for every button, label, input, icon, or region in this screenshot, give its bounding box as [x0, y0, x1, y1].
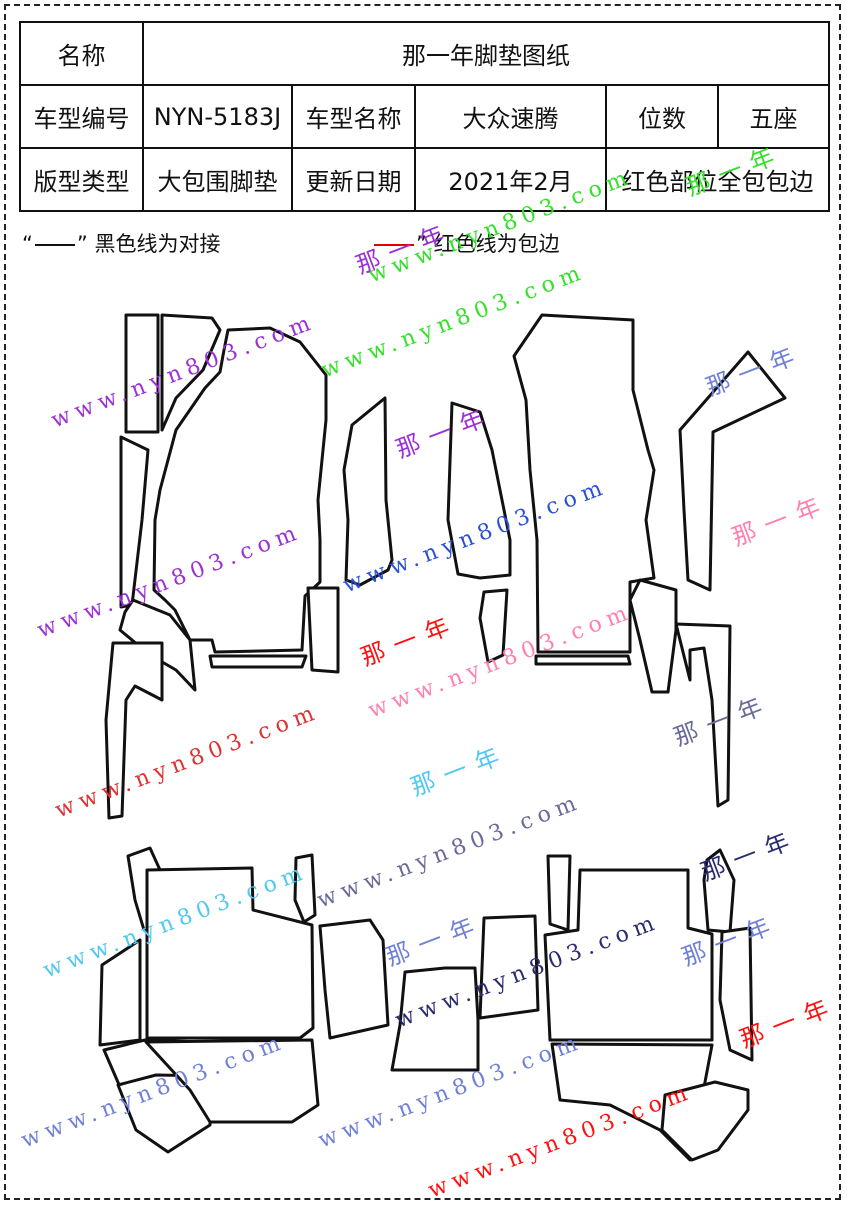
- black-line-sample: [34, 244, 75, 246]
- rear-right-main-mat: [543, 868, 714, 1042]
- front-left-strip: [124, 313, 160, 434]
- front-left-side-panel: [119, 435, 150, 609]
- front-right-long-trim: [674, 622, 732, 808]
- date-value: 2021年2月: [414, 147, 607, 212]
- model-name-value: 大众速腾: [414, 84, 607, 149]
- spec-table: 名称 那一年脚垫图纸 车型编号 NYN-5183J 车型名称 大众速腾 位数 五…: [19, 21, 830, 212]
- rear-center-tunnel: [390, 966, 480, 1072]
- rear-left-front-flap: [116, 1073, 212, 1154]
- red-line-text: 红色线为包边: [433, 232, 560, 256]
- front-right-bottom-strip: [534, 654, 632, 666]
- rear-left-main-mat: [145, 866, 315, 1040]
- black-line-text: 黑色线为对接: [94, 232, 221, 256]
- front-right-side-panel: [678, 350, 787, 592]
- seats-value: 五座: [717, 84, 830, 149]
- front-right-small-piece: [478, 588, 509, 664]
- seats-label: 位数: [605, 84, 719, 149]
- front-left-bottom-strip: [208, 654, 308, 669]
- table-row: 名称 那一年脚垫图纸: [19, 21, 830, 86]
- model-no-value: NYN-5183J: [142, 84, 293, 149]
- rear-right-bpillar-piece: [546, 854, 572, 932]
- rear-center-right-piece: [478, 914, 540, 1020]
- model-name-label: 车型名称: [291, 84, 416, 149]
- quote-close: ”: [76, 232, 88, 256]
- table-row: 车型编号 NYN-5183J 车型名称 大众速腾 位数 五座: [19, 84, 830, 149]
- legend-red: ” 红色线为包边: [372, 228, 560, 258]
- legend-black: “ ” 黑色线为对接: [22, 228, 220, 258]
- rear-center-left-piece: [318, 918, 390, 1040]
- date-label: 更新日期: [291, 147, 416, 212]
- front-left-pillar-piece: [160, 313, 222, 432]
- document-title: 那一年脚垫图纸: [142, 21, 830, 86]
- edge-note: 红色部位全包包边: [605, 147, 830, 212]
- front-center-right-tunnel: [446, 401, 512, 580]
- red-line-sample: [374, 244, 414, 246]
- quote-open: “: [22, 232, 33, 256]
- name-label: 名称: [19, 21, 144, 86]
- front-right-main-mat: [512, 313, 656, 654]
- type-label: 版型类型: [19, 147, 144, 212]
- model-no-label: 车型编号: [19, 84, 144, 149]
- table-row: 版型类型 大包围脚垫 更新日期 2021年2月 红色部位全包包边: [19, 147, 830, 212]
- type-value: 大包围脚垫: [142, 147, 293, 212]
- front-left-long-trim: [104, 641, 164, 820]
- rear-right-heel-pad: [660, 1080, 750, 1162]
- front-left-small-piece: [306, 586, 340, 674]
- front-center-left-tunnel: [342, 396, 394, 587]
- rear-left-footrest: [144, 1038, 320, 1124]
- rear-left-bpillar-piece: [293, 853, 317, 924]
- rear-right-side-panel: [718, 926, 754, 1062]
- page-border: [4, 4, 841, 1200]
- quote-close: ”: [416, 232, 427, 256]
- front-right-heel-pad: [628, 578, 678, 694]
- front-left-main-mat: [152, 326, 328, 654]
